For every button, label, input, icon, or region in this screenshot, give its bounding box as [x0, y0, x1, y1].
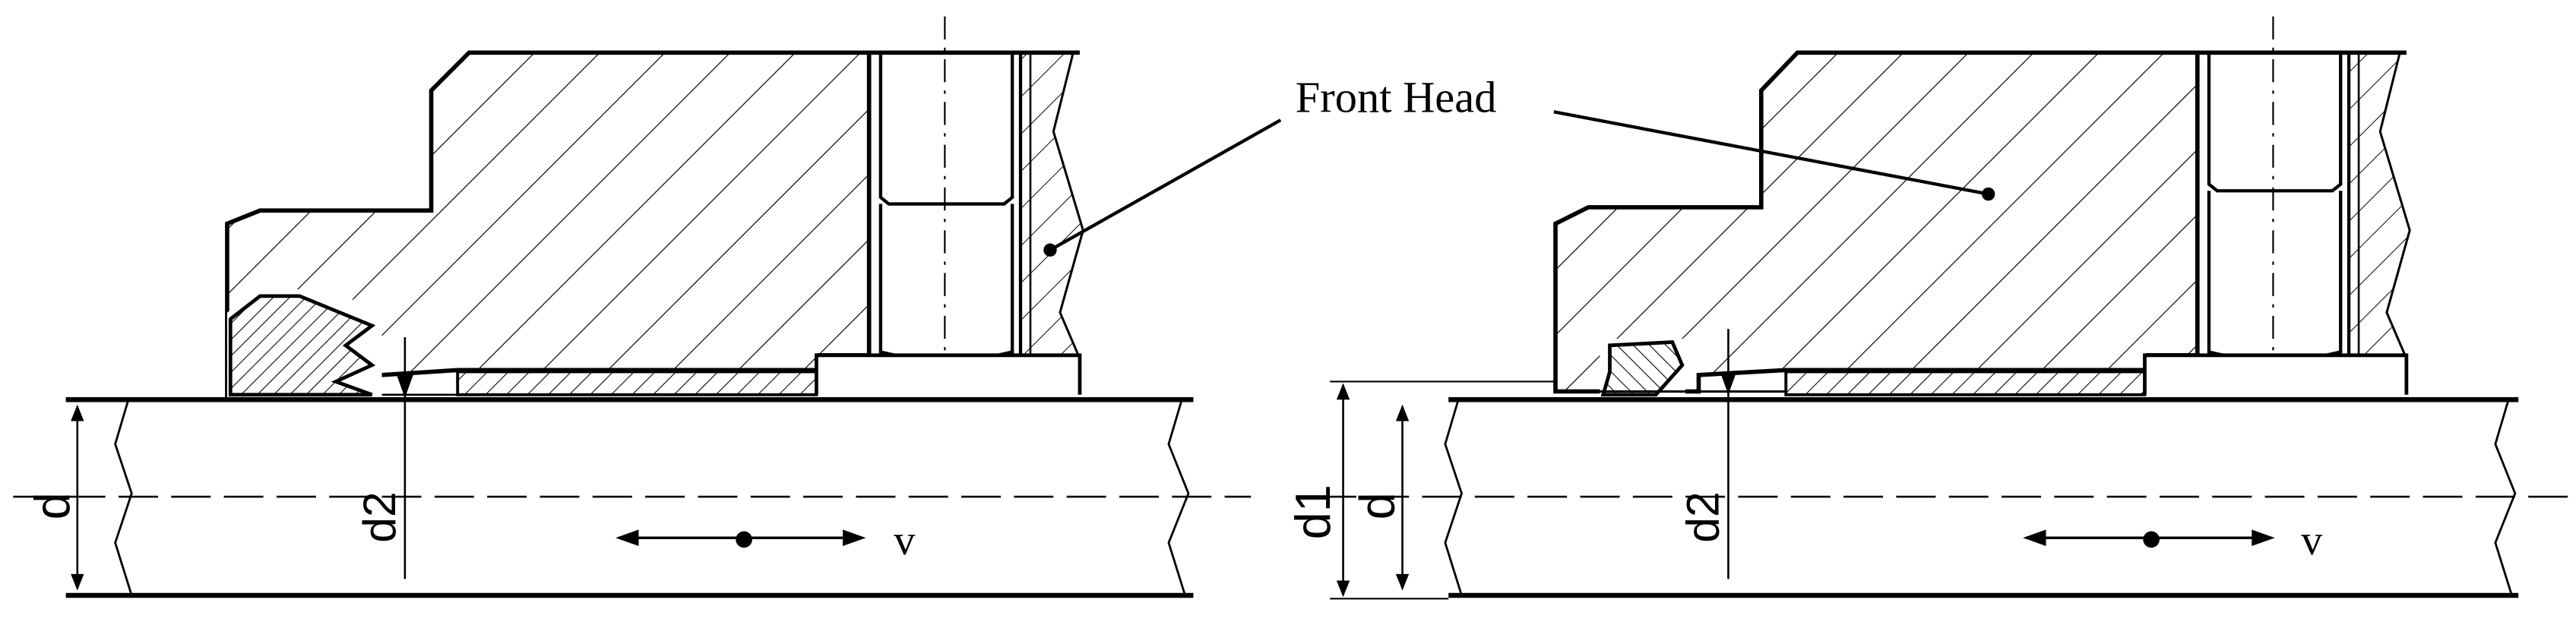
break-line — [2378, 52, 2411, 359]
dim-arrow — [1336, 580, 1350, 598]
dim-d-label: d — [1350, 492, 1405, 519]
dim-arrow — [1395, 573, 1410, 591]
dim-d-label: d — [24, 492, 80, 519]
bolt-step — [815, 353, 1082, 395]
dim-d2-label: d2 — [1676, 491, 1728, 542]
velocity-dot — [2143, 531, 2160, 548]
left-view: d d2 v — [13, 16, 1252, 598]
dim-arrow — [1336, 383, 1350, 400]
velocity-label: v — [2301, 517, 2323, 564]
bushing — [456, 370, 818, 396]
shaft-break-left — [114, 399, 133, 596]
dim-arrow — [71, 404, 84, 421]
velocity-dot — [736, 531, 752, 548]
dim-arrow — [71, 573, 84, 591]
right-view: d1 d d2 v — [1285, 16, 2576, 600]
dim-arrow — [397, 374, 413, 399]
bolt-step — [2143, 353, 2409, 395]
shaft-break-right — [1167, 399, 1190, 596]
dim-d2-label: d2 — [353, 491, 405, 542]
dim-d1-label: d1 — [1285, 485, 1340, 539]
bushing — [1784, 370, 2147, 396]
velocity-arrow-head — [843, 529, 866, 547]
velocity-arrow-head — [616, 529, 639, 547]
seal-ring — [228, 294, 376, 397]
front-head-label: Front Head — [1296, 72, 1497, 122]
leader-line-left — [1049, 118, 1282, 252]
velocity-arrow-head — [2252, 529, 2275, 547]
dim-arrow — [1395, 404, 1410, 421]
leader-dot-left — [1043, 243, 1057, 257]
dim-arrow — [1720, 371, 1737, 395]
shaft-break-right — [2494, 399, 2517, 596]
thread-region — [2349, 52, 2410, 355]
velocity-arrow-head — [2023, 529, 2046, 547]
thread-region — [1021, 52, 1084, 355]
seal-ring — [1600, 340, 1685, 397]
velocity-label: v — [894, 517, 916, 564]
shaft-break-left — [1444, 399, 1464, 596]
